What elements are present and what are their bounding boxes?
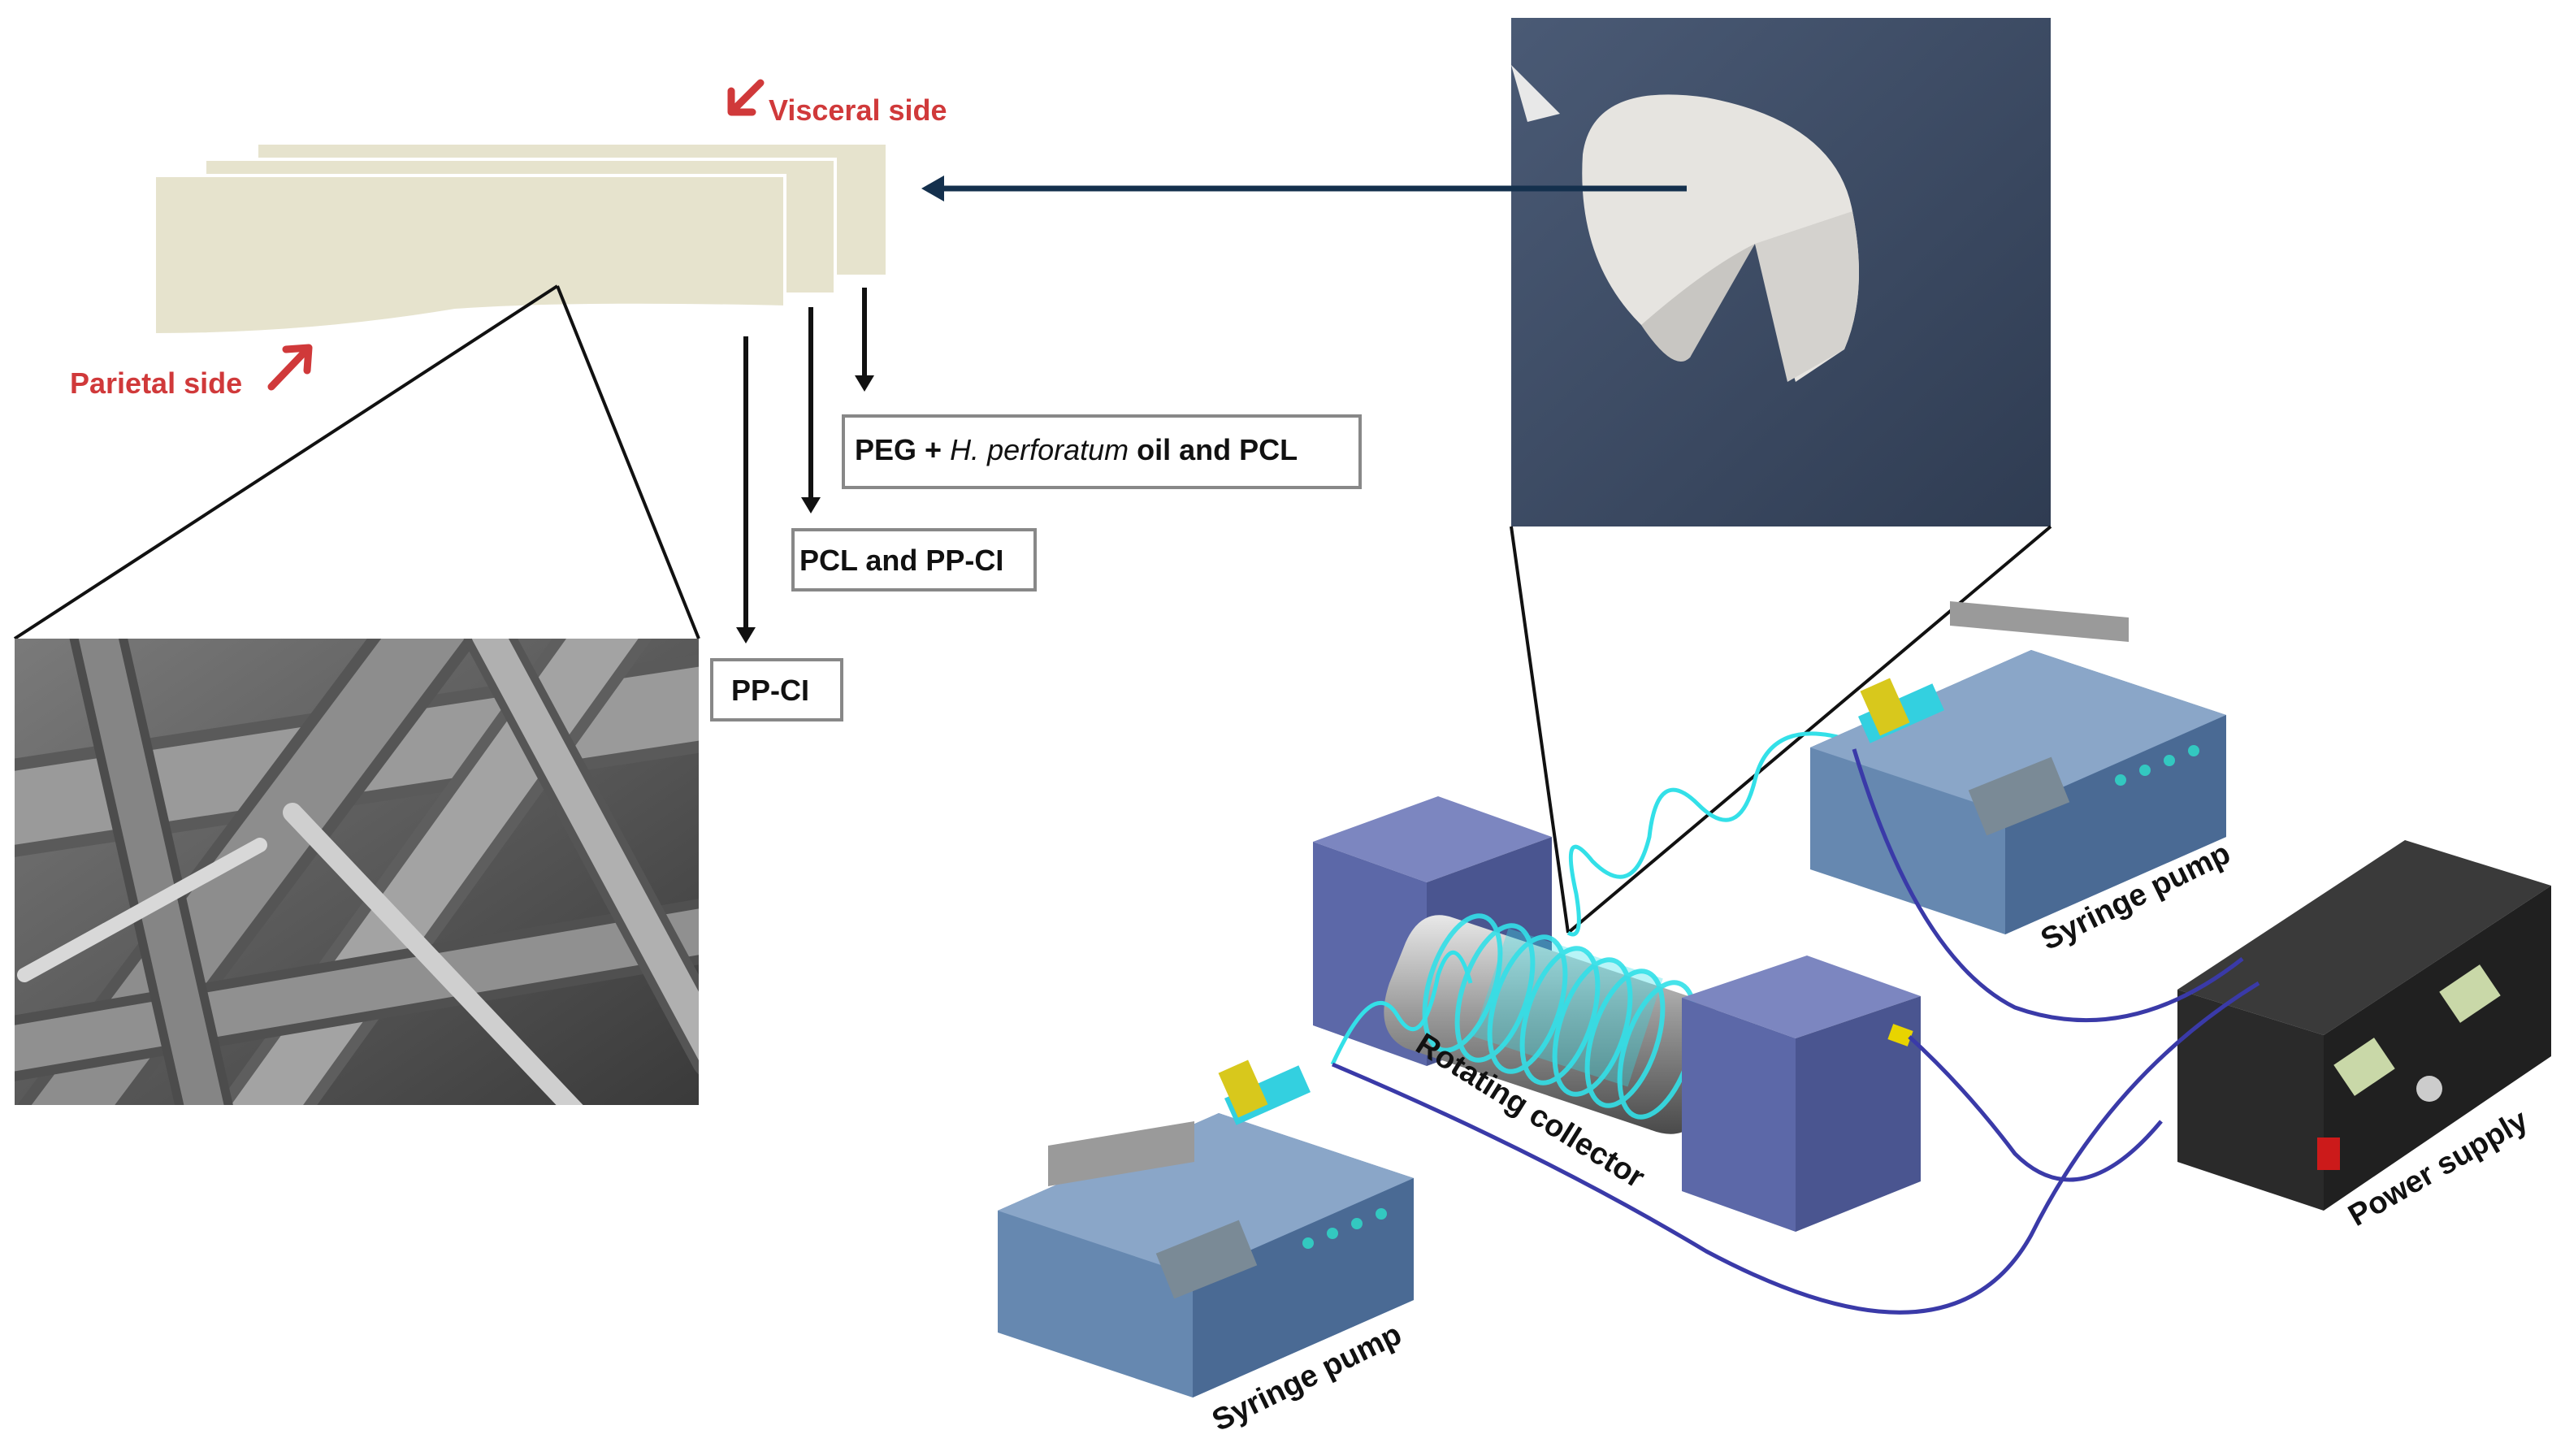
pump-right-screen	[1968, 756, 2070, 836]
wires	[1332, 748, 2260, 1315]
layer3-text: PP-CI	[731, 674, 809, 707]
connector-icon	[1887, 1024, 1913, 1046]
syringe-pump-left	[998, 1060, 1414, 1398]
rolled-membrane-photo-icon	[1511, 18, 2051, 526]
sem-zoom-lines	[13, 284, 700, 640]
power-switch-icon	[2317, 1138, 2340, 1170]
layer2-text: PCL and PP-CI	[799, 544, 1003, 577]
power-window-1	[2333, 1038, 2395, 1096]
layer1-box: PEG + H. perforatum oil and PCL	[842, 414, 1362, 489]
fiber-jets	[1330, 731, 1853, 1066]
layer1-text-b: H. perforatum	[950, 433, 1129, 466]
rotating-drum	[1384, 913, 1727, 1134]
layer2-box: PCL and PP-CI	[791, 528, 1037, 592]
photo-to-membrane-arrow	[921, 176, 1687, 202]
svg-text:PEG + H. perforatum oil and PC: PEG + H. perforatum oil and PCL	[855, 433, 1298, 466]
visceral-arrow-icon	[727, 79, 765, 116]
power-window-2	[2439, 964, 2501, 1023]
pump-left-screen	[1155, 1220, 1258, 1299]
visceral-side-label: Visceral side	[769, 93, 947, 127]
layer-arrows	[736, 288, 874, 644]
photo-zoom-lines	[1510, 525, 2052, 934]
layer3-box: PP-CI	[710, 658, 843, 722]
power-knob-icon	[2416, 1076, 2442, 1102]
membrane-stack	[153, 141, 889, 337]
parietal-side-label: Parietal side	[70, 366, 242, 400]
layer1-text-c: oil and PCL	[1129, 433, 1298, 466]
syringe-pump-right	[1810, 601, 2226, 934]
parietal-arrow-icon	[267, 344, 313, 391]
parietal-label-group: Parietal side	[70, 344, 313, 400]
collector-block-right	[1682, 956, 1921, 1232]
layer1-text-a: PEG +	[855, 433, 950, 466]
sem-micrograph-icon	[15, 639, 699, 1105]
membrane-layer-front	[153, 174, 786, 337]
visceral-label-group: Visceral side	[727, 79, 947, 127]
power-supply-box	[2177, 840, 2551, 1211]
